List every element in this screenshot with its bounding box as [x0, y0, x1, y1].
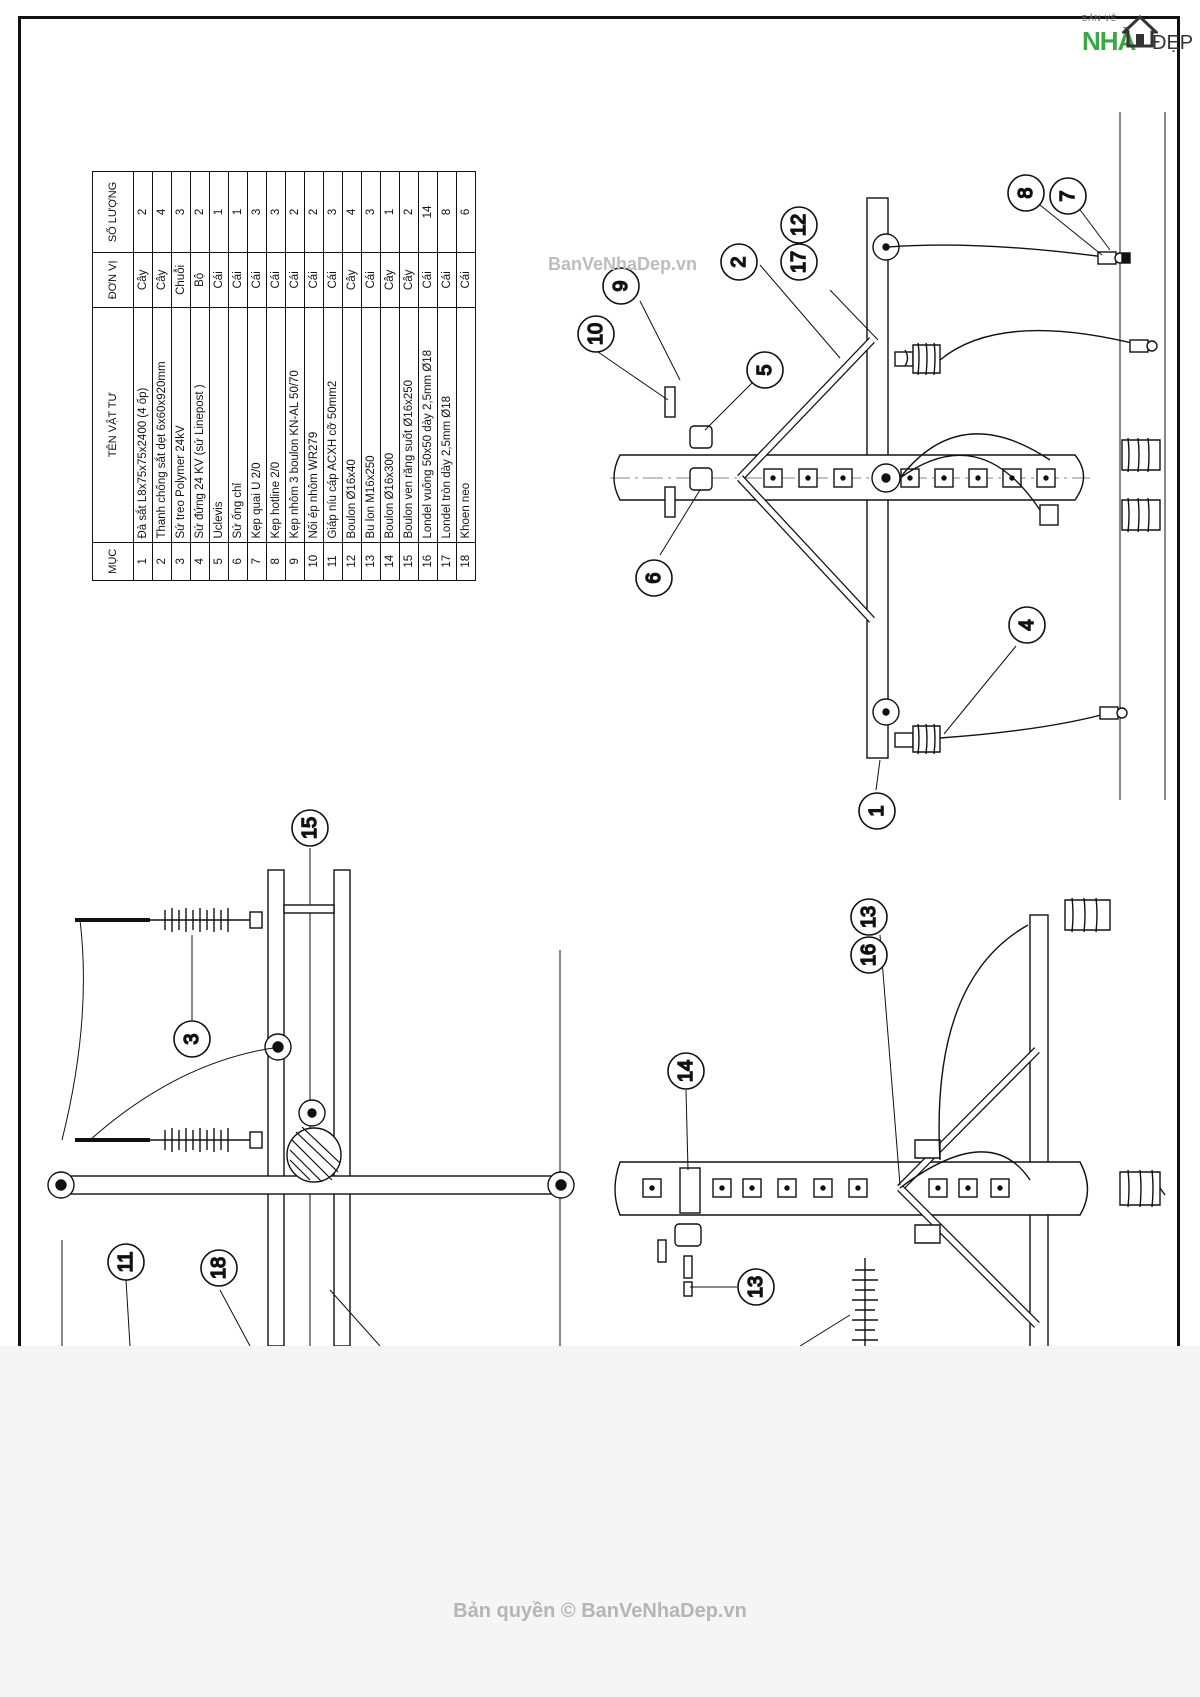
copyright-text: Bản quyền © BanVeNhaDep.vn — [453, 1600, 747, 1622]
svg-text:13: 13 — [858, 906, 880, 928]
svg-text:5: 5 — [754, 364, 776, 375]
svg-text:7: 7 — [1057, 190, 1079, 201]
hotline-clamp — [1097, 251, 1158, 720]
svg-text:3: 3 — [181, 1033, 203, 1044]
insulator-linepost-1 — [894, 342, 941, 376]
callout-3: 3 — [173, 1020, 211, 1058]
callout-2: 2 — [720, 243, 758, 281]
bolt-hole — [941, 475, 947, 481]
logo-top-text: BẢN VẼ — [1082, 14, 1118, 23]
svg-text:9: 9 — [610, 280, 632, 291]
brand-logo: BẢN VẼ NHÀ ĐẸP — [1082, 14, 1194, 64]
callout-4: 4 — [1008, 606, 1046, 644]
callout-13-16: 13 16 — [850, 898, 888, 974]
logo-brand-b: ĐẸP — [1152, 32, 1194, 54]
callout-13: 13 — [737, 1268, 775, 1306]
spool-insulator — [664, 386, 713, 518]
svg-text:11: 11 — [115, 1252, 137, 1273]
bolt-hole — [1043, 475, 1049, 481]
bolt-hole — [935, 1185, 941, 1191]
insulator-linepost-2 — [894, 723, 941, 755]
svg-text:18: 18 — [208, 1257, 230, 1279]
svg-text:1: 1 — [866, 805, 888, 816]
bolt-hole — [840, 475, 846, 481]
bolt-hole — [784, 1185, 790, 1191]
callout-11: 11 — [107, 1243, 145, 1281]
svg-text:13: 13 — [745, 1276, 767, 1298]
callout-8: 8 — [1007, 174, 1045, 212]
bolt-hole — [975, 475, 981, 481]
bolt-hole — [907, 475, 913, 481]
callout-7: 7 — [1049, 177, 1087, 215]
svg-text:12: 12 — [788, 214, 810, 236]
callout-12-17: 12 17 — [780, 206, 818, 281]
polymer-insulator-2 — [75, 1128, 263, 1152]
callout-15: 15 — [291, 809, 329, 847]
svg-text:15: 15 — [299, 817, 321, 839]
bolt-hole — [997, 1185, 1003, 1191]
svg-text:8: 8 — [1015, 187, 1037, 198]
bolt-hole — [770, 475, 776, 481]
svg-text:6: 6 — [643, 572, 665, 583]
watermark-text: BanVeNhaDep.vn — [548, 254, 698, 274]
bolt-hole — [719, 1185, 725, 1191]
polymer-insulator-1 — [75, 908, 263, 932]
top-view — [597, 112, 1166, 800]
callout-10: 10 — [577, 315, 615, 353]
callout-6: 6 — [635, 559, 673, 597]
bolt-hole — [855, 1185, 861, 1191]
callout-5: 5 — [746, 351, 784, 389]
svg-text:2: 2 — [728, 256, 750, 267]
svg-text:4: 4 — [1016, 619, 1038, 630]
side-view — [47, 848, 575, 1346]
callout-1: 1 — [858, 792, 896, 830]
bolt-hole — [749, 1185, 755, 1191]
svg-text:14: 14 — [675, 1060, 697, 1082]
callout-14: 14 — [667, 1052, 705, 1090]
svg-text:17: 17 — [788, 251, 810, 273]
svg-text:10: 10 — [585, 323, 607, 345]
svg-text:16: 16 — [858, 944, 880, 966]
insulator-pole-top — [1039, 437, 1161, 533]
house-icon — [1122, 14, 1158, 48]
drawing-sheet: BẢN VẼ NHÀ ĐẸP MỤC TÊN VẬT TƯ ĐƠN VỊ SỐ … — [18, 14, 1194, 1346]
callout-18: 18 — [200, 1249, 238, 1287]
bolt-hole — [965, 1185, 971, 1191]
callout-9: 9 — [602, 267, 640, 305]
bolt-hole — [805, 475, 811, 481]
drawing-frame — [18, 16, 1180, 1346]
bottom-view — [614, 897, 1166, 1346]
bolt-hole — [820, 1185, 826, 1191]
bolt-hole — [649, 1185, 655, 1191]
